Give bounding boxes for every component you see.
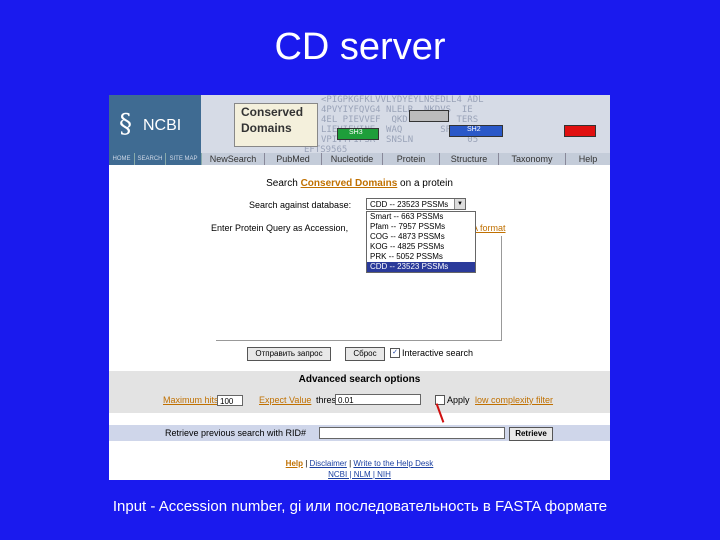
footer-agency-links[interactable]: NCBI | NLM | NIH [328, 470, 391, 479]
reset-button[interactable]: Сброс [345, 347, 385, 361]
help-desk-link[interactable]: Write to the Help Desk [353, 459, 434, 468]
database-select-value: CDD -- 23523 PSSMs [370, 200, 449, 209]
database-select[interactable]: CDD -- 23523 PSSMs ▼ [366, 198, 466, 210]
conserved-domains-link[interactable]: Conserved Domains [300, 178, 398, 189]
slide-caption: Input - Accession number, gi или последо… [112, 498, 608, 515]
threshold-label: threshold [316, 395, 353, 405]
database-option[interactable]: PRK -- 5052 PSSMs [370, 252, 443, 261]
heading-suffix: on a protein [397, 178, 453, 189]
database-option[interactable]: KOG -- 4825 PSSMs [370, 242, 445, 251]
database-option[interactable]: Smart -- 663 PSSMs [370, 212, 444, 221]
help-link[interactable]: Help [285, 459, 304, 468]
submit-button[interactable]: Отправить запрос [247, 347, 331, 361]
title-line-2: Domains [241, 121, 292, 135]
domain-label-sh2: SH2 [467, 126, 481, 133]
max-hits-link[interactable]: Maximum hits [163, 395, 219, 405]
tab-structure[interactable]: Structure [440, 153, 499, 165]
database-option[interactable]: Pfam -- 7957 PSSMs [370, 222, 446, 231]
database-dropdown-list: Smart -- 663 PSSMs Pfam -- 7957 PSSMs CO… [366, 211, 476, 273]
tab-help[interactable]: Help [566, 153, 610, 165]
domain-bar-kinase [564, 125, 596, 137]
threshold-value: 0.01 [338, 396, 354, 405]
sequence-line: VPIVTFIFSR SNSLN 05 [321, 135, 479, 145]
sequence-line: EFTS9565 [201, 145, 348, 153]
tab-site-map[interactable]: SITE MAP [166, 153, 202, 165]
tab-pubmed[interactable]: PubMed [265, 153, 322, 165]
dna-helix-icon: § [119, 109, 132, 139]
expect-value-link[interactable]: Expect Value [259, 395, 312, 405]
threshold-select[interactable]: 0.01 [335, 394, 421, 405]
retrieve-label: Retrieve previous search with RID# [165, 428, 307, 438]
domain-bar-grey [409, 110, 449, 122]
tab-search[interactable]: SEARCH [135, 153, 166, 165]
database-option[interactable]: COG -- 4873 PSSMs [370, 232, 445, 241]
interactive-search-label: Interactive search [402, 348, 474, 358]
tab-nucleotide[interactable]: Nucleotide [322, 153, 383, 165]
interactive-search-checkbox[interactable]: ✓ [390, 348, 400, 358]
title-line-1: Conserved [241, 105, 304, 119]
advanced-options-title: Advanced search options [298, 374, 421, 385]
database-label: Search against database: [249, 200, 352, 210]
rid-input[interactable] [319, 427, 505, 439]
max-hits-input[interactable]: 100 [217, 395, 243, 406]
low-complexity-apply-label: Apply [447, 395, 470, 405]
domain-bar-sh3 [337, 128, 379, 140]
advanced-options-band [109, 371, 610, 413]
retrieve-button[interactable]: Retrieve [509, 427, 553, 441]
domain-bar-sh2 [449, 125, 503, 137]
low-complexity-link[interactable]: low complexity filter [475, 395, 554, 405]
ncbi-logo[interactable]: § NCBI [109, 95, 201, 153]
tab-protein[interactable]: Protein [383, 153, 440, 165]
chevron-down-icon[interactable]: ▼ [454, 199, 465, 209]
database-option-selected[interactable]: CDD -- 23523 PSSMs [367, 262, 475, 272]
conserved-domains-title: Conserved Domains [234, 103, 318, 147]
sequence-line: 4EL PIEVVEF QKD TERS [321, 115, 479, 125]
tab-taxonomy[interactable]: Taxonomy [499, 153, 566, 165]
slide-title: CD server [274, 26, 446, 68]
sequence-line: <PIGPKGFKLVVLYDYEYLNSEDLL4 ADL [321, 95, 484, 105]
heading-prefix: Search [266, 178, 301, 189]
footer-links: Help | Disclaimer | Write to the Help De… [285, 459, 434, 468]
tab-new-search[interactable]: NewSearch [202, 153, 265, 165]
tab-home[interactable]: HOME [109, 153, 135, 165]
fasta-format-link[interactable]: A format [472, 223, 506, 233]
domain-label-sh3: SH3 [349, 129, 363, 136]
disclaimer-link[interactable]: Disclaimer [309, 459, 347, 468]
ncbi-logo-text: NCBI [143, 117, 182, 134]
nav-tabs: HOME SEARCH SITE MAP NewSearch PubMed Nu… [109, 153, 610, 165]
low-complexity-checkbox[interactable] [435, 395, 445, 405]
search-heading: Search Conserved Domains on a protein [109, 178, 610, 189]
enter-query-label: Enter Protein Query as Accession, [211, 223, 349, 233]
